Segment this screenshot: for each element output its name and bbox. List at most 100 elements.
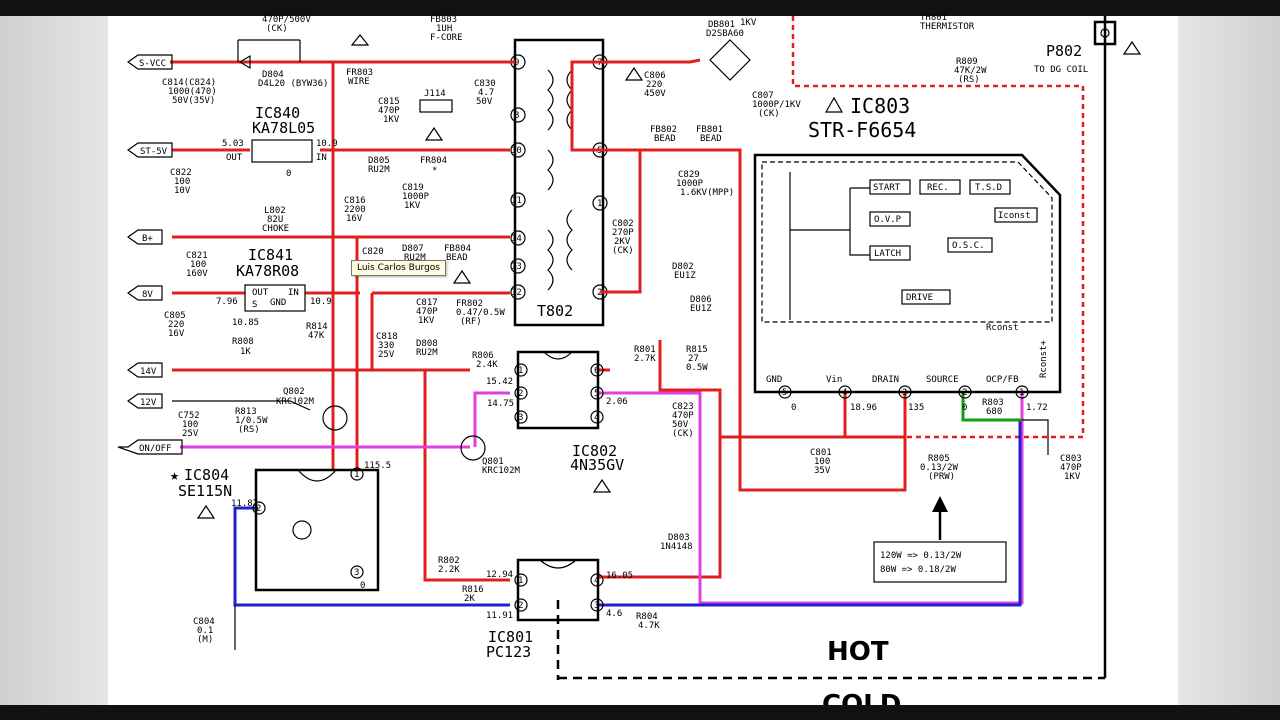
label-p2: 2 [962,388,967,398]
warning-icon [350,34,370,46]
label-star: * [432,166,437,176]
label-blk-osc: O.S.C. [952,241,985,251]
label-l802v1: 82U [267,215,283,225]
connector-flags [117,54,183,455]
label-v796: 7.96 [216,297,238,307]
label-p2: 2 [256,504,261,514]
label-fr804: FR804 [420,156,447,166]
label-c805v1: 220 [168,320,184,330]
label-c823: C823 [672,402,694,412]
label-p1: 1 [518,366,523,376]
label-pin9: 9 [514,58,519,68]
label-c806v1: 220 [646,80,662,90]
label-c816v2: 16V [346,214,363,224]
label-r813: R813 [235,407,257,417]
note-line-2: 80W => 0.18/2W [880,565,956,575]
warning-icon [452,269,472,284]
label-sup-ck1: (CK) [266,24,288,34]
label-p5: 5 [782,388,787,398]
label-d803: D803 [668,533,690,543]
ic803-package [753,153,1062,394]
label-r801v: 2.7K [634,354,656,364]
label-v1187: 11.87 [231,499,258,509]
label-fb804b: BEAD [446,253,468,263]
label-c804: C804 [193,617,215,627]
label-c804v1: 0.1 [197,626,213,636]
label-p5: 5 [594,389,599,399]
warning-icon [624,66,644,81]
label-c802: C802 [612,219,634,229]
label-c819v1: 1000P [402,192,430,202]
ic801-optocoupler [516,558,600,622]
label-pin-ocpfb: OCP/FB [986,375,1019,385]
label-pin13: 13 [511,262,522,272]
label-c802v2: 2KV [614,237,631,247]
d804-diode [238,54,251,70]
label-v1191: 11.91 [486,611,513,621]
label-d805: D805 [368,156,390,166]
label-c802v1: 270P [612,228,634,238]
label-c822: C822 [170,168,192,178]
label-v1896: 18.96 [850,403,877,413]
label-l802: L802 [264,206,286,216]
label-sup-db801: DB801 [708,20,735,30]
label-c752v1: 100 [182,420,198,430]
12v-connector-label: 12V [140,398,157,408]
label-c818v2: 25V [378,350,395,360]
warning-icon [1122,40,1142,55]
label-r813v2: (RS) [238,425,260,435]
label-j114: J114 [424,89,446,99]
label-c818: C818 [376,332,398,342]
p802-connector [1093,20,1117,46]
on-off-connector-label: ON/OFF [139,444,172,454]
label-d805v: RU2M [368,165,390,175]
label-pin12: 12 [511,288,522,298]
label-c819v2: 1KV [404,201,421,211]
label-sup-thermistor: THERMISTOR [920,22,975,32]
label-zero: 0 [286,169,291,179]
label-v1294: 12.94 [486,570,513,580]
label-r804v: 4.7K [638,621,660,631]
ic841-regulator [244,284,306,312]
label-c801v1: 100 [814,457,830,467]
p802-label: P802 [1046,42,1082,60]
label-fb802: FB802 [650,125,677,135]
label-pin11: 11 [511,196,522,206]
label-c816v1: 2200 [344,205,366,215]
st5v-connector-label: ST-5V [140,147,168,157]
label-c816: C816 [344,196,366,206]
label-p3: 3 [594,601,599,611]
label-c817v1: 470P [416,307,438,317]
label-fr802v1: 0.47/0.5W [456,308,505,318]
label-p4: 4 [594,413,599,423]
ic841-label: IC841 [248,246,293,264]
label-sup-fcore: F-CORE [430,33,463,43]
label-in: IN [288,288,299,298]
ic802-part: 4N35GV [570,456,624,474]
label-d802v: EU1Z [674,271,696,281]
label-out: OUT [226,153,243,163]
label-r801: R801 [634,345,656,355]
label-pin2: 2 [597,288,602,298]
label-c822v2: 10V [174,186,191,196]
t802-pins [510,54,608,300]
label-q801: Q801 [482,457,504,467]
warning-icon [424,126,444,141]
label-c817v2: 1KV [418,316,435,326]
label-v172: 1.72 [1026,403,1048,413]
label-c801v2: 35V [814,466,831,476]
label-fr802: FR802 [456,299,483,309]
label-d804v: D4L20 (BYW36) [258,79,328,89]
db801-bridge-rectifier [709,39,751,81]
label-p2: 2 [518,389,523,399]
author-tooltip: Luis Carlos Burgos [351,260,446,276]
label-v206: 2.06 [606,397,628,407]
bplus-connector-label: B+ [142,234,153,244]
ic804-output-trace [233,506,510,607]
ic803-internal-blocks [789,172,1038,320]
label-p2: 2 [518,601,523,611]
label-d803v: 1N4148 [660,542,693,552]
label-q802p: KRC102M [276,397,315,407]
ic801-label: IC801 [488,628,533,646]
